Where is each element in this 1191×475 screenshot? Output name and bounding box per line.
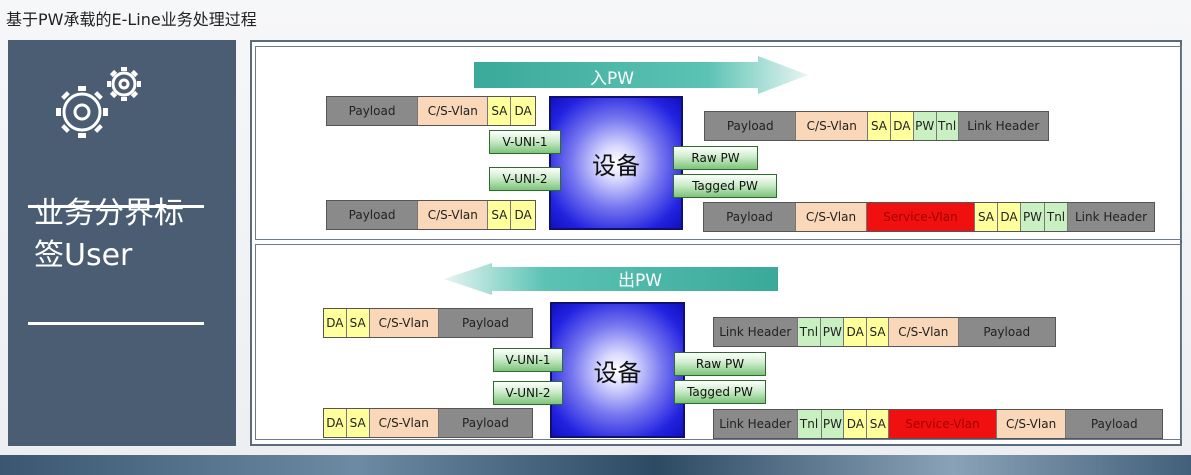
cell-pw: PW [821, 318, 845, 346]
cell-cs-vlan: C/S-Vlan [996, 410, 1067, 438]
background-strip [0, 455, 1191, 475]
cell-sa: SA [346, 409, 370, 437]
gears-icon [56, 67, 141, 138]
device-box: 设备 [549, 96, 683, 230]
cell-sa: SA [867, 410, 890, 438]
cell-da: DA [511, 97, 535, 125]
cell-sa: SA [488, 201, 512, 229]
cell-cs-vlan: C/S-Vlan [418, 97, 489, 125]
cell-da: DA [998, 203, 1021, 231]
cell-cs-vlan: C/S-Vlan [796, 203, 867, 231]
v-uni-1-tag: V-UNI-1 [493, 348, 563, 372]
cell-da: DA [324, 309, 347, 337]
divider-top [28, 205, 204, 208]
packet-in-untagged: Payload C/S-Vlan SA DA [326, 96, 536, 126]
ingress-arrow-icon [474, 56, 808, 94]
cell-cs-vlan: C/S-Vlan [418, 201, 489, 229]
packet-ingress-tagged-pw: Link Header Tnl PW DA SA Service-Vlan C/… [713, 409, 1163, 439]
cell-payload: Payload [1066, 410, 1162, 438]
section-ingress [255, 46, 1182, 240]
cell-service-vlan: Service-Vlan [889, 410, 997, 438]
cell-link-header: Link Header [1068, 203, 1154, 231]
cell-tnl: Tnl [1045, 203, 1068, 231]
cell-da: DA [511, 201, 535, 229]
cell-payload: Payload [438, 309, 532, 337]
device-box: 设备 [550, 302, 685, 438]
tagged-pw-tag: Tagged PW [674, 380, 766, 404]
packet-out-raw-pw: Payload C/S-Vlan SA DA PW Tnl Link Heade… [704, 111, 1049, 141]
cell-link-header: Link Header [714, 410, 798, 438]
cell-cs-vlan: C/S-Vlan [796, 112, 869, 140]
section-egress [255, 244, 1182, 440]
left-label-line1: 业务分界标 [34, 196, 184, 231]
packet-egress-untagged: DA SA C/S-Vlan Payload [323, 308, 533, 338]
cell-da: DA [844, 318, 868, 346]
v-uni-1-tag: V-UNI-1 [489, 130, 561, 154]
packet-ingress-raw-pw: Link Header Tnl PW DA SA C/S-Vlan Payloa… [713, 317, 1056, 347]
cell-link-header: Link Header [714, 318, 798, 346]
cell-da: DA [890, 112, 914, 140]
left-panel-label: 业务分界标 签User [34, 193, 214, 277]
cell-tnl: Tnl [797, 410, 822, 438]
cell-cs-vlan: C/S-Vlan [369, 309, 439, 337]
left-panel [8, 40, 236, 446]
v-uni-2-tag: V-UNI-2 [489, 167, 561, 191]
cell-payload: Payload [327, 97, 419, 125]
cell-payload: Payload [958, 318, 1055, 346]
left-label-line2: 签User [34, 238, 133, 273]
raw-pw-tag: Raw PW [673, 146, 758, 170]
egress-arrow-icon [444, 263, 778, 295]
egress-arrow-label: 出PW [618, 271, 663, 291]
v-uni-2-tag: V-UNI-2 [493, 381, 563, 405]
divider-bottom [28, 322, 204, 325]
cell-sa: SA [867, 318, 889, 346]
cell-pw: PW [913, 112, 937, 140]
cell-link-header: Link Header [958, 112, 1049, 140]
packet-out-tagged-pw: Payload C/S-Vlan Service-Vlan SA DA PW T… [703, 202, 1155, 232]
cell-tnl: Tnl [797, 318, 822, 346]
cell-cs-vlan: C/S-Vlan [888, 318, 959, 346]
cell-payload: Payload [704, 203, 796, 231]
raw-pw-tag: Raw PW [674, 352, 766, 376]
cell-sa: SA [975, 203, 998, 231]
cell-tnl: Tnl [936, 112, 959, 140]
cell-pw: PW [1021, 203, 1045, 231]
cell-cs-vlan: C/S-Vlan [369, 409, 439, 437]
cell-pw: PW [821, 410, 845, 438]
page-title: 基于PW承载的E-Line业务处理过程 [6, 10, 257, 29]
cell-da: DA [324, 409, 347, 437]
cell-payload: Payload [327, 201, 419, 229]
cell-sa: SA [488, 97, 512, 125]
ingress-arrow-label: 入PW [590, 69, 635, 89]
cell-sa: SA [868, 112, 891, 140]
tagged-pw-tag: Tagged PW [673, 174, 777, 198]
cell-service-vlan: Service-Vlan [867, 203, 975, 231]
packet-egress-tagged: DA SA C/S-Vlan Payload [323, 408, 533, 438]
cell-sa: SA [346, 309, 370, 337]
packet-in-tagged: Payload C/S-Vlan SA DA [326, 200, 536, 230]
cell-payload: Payload [705, 112, 797, 140]
cell-da: DA [844, 410, 868, 438]
cell-payload: Payload [438, 409, 532, 437]
